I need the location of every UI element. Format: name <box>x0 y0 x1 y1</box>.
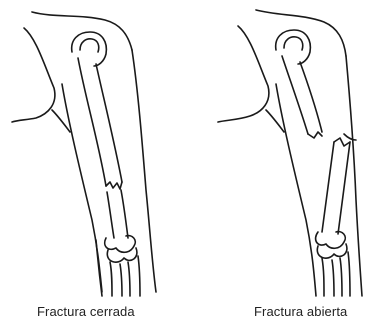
arm-outline-inner <box>62 84 102 292</box>
humerus-lower-left <box>107 192 114 238</box>
ulna-right <box>138 256 140 296</box>
humerus-head-inner <box>80 39 99 52</box>
bone-protrusion <box>334 138 350 146</box>
torso-outline <box>218 26 269 122</box>
elbow-joint <box>317 244 347 258</box>
humerus-head <box>72 32 107 66</box>
humerus-lower-right <box>121 190 128 238</box>
skin-break <box>344 134 356 140</box>
open-fracture-panel <box>184 0 368 326</box>
radius-left <box>322 258 324 296</box>
open-fracture-caption-area: Fractura abierta <box>184 296 368 326</box>
arm-outline-top <box>256 10 346 56</box>
humerus-lower-left <box>322 142 334 232</box>
radius-right <box>332 260 334 296</box>
arm-outline-inner <box>276 84 316 296</box>
closed-fracture-panel: Fractura cerrada <box>0 0 184 326</box>
torso-outline <box>12 28 55 122</box>
ulna-left <box>340 258 342 296</box>
radius-left <box>110 262 112 296</box>
fracture-line <box>106 182 122 189</box>
ulna-left <box>128 262 130 296</box>
humerus-upper-left <box>282 56 308 134</box>
humerus-upper-left <box>78 58 106 186</box>
ulna-right <box>348 252 350 296</box>
closed-fracture-illustration <box>0 0 184 300</box>
humerus-head <box>276 30 311 64</box>
closed-fracture-caption: Fractura cerrada <box>37 304 135 319</box>
humerus-lower-right <box>338 142 350 234</box>
elbow-condyles <box>316 232 346 249</box>
upper-fragment-end <box>308 132 322 138</box>
humerus-upper-right <box>96 64 122 182</box>
forearm-outline <box>96 240 102 296</box>
open-fracture-illustration <box>184 0 368 300</box>
radius-right <box>120 264 122 296</box>
humerus-head-inner <box>284 37 303 50</box>
open-fracture-caption: Fractura abierta <box>254 304 347 319</box>
elbow-condyles <box>105 236 136 253</box>
